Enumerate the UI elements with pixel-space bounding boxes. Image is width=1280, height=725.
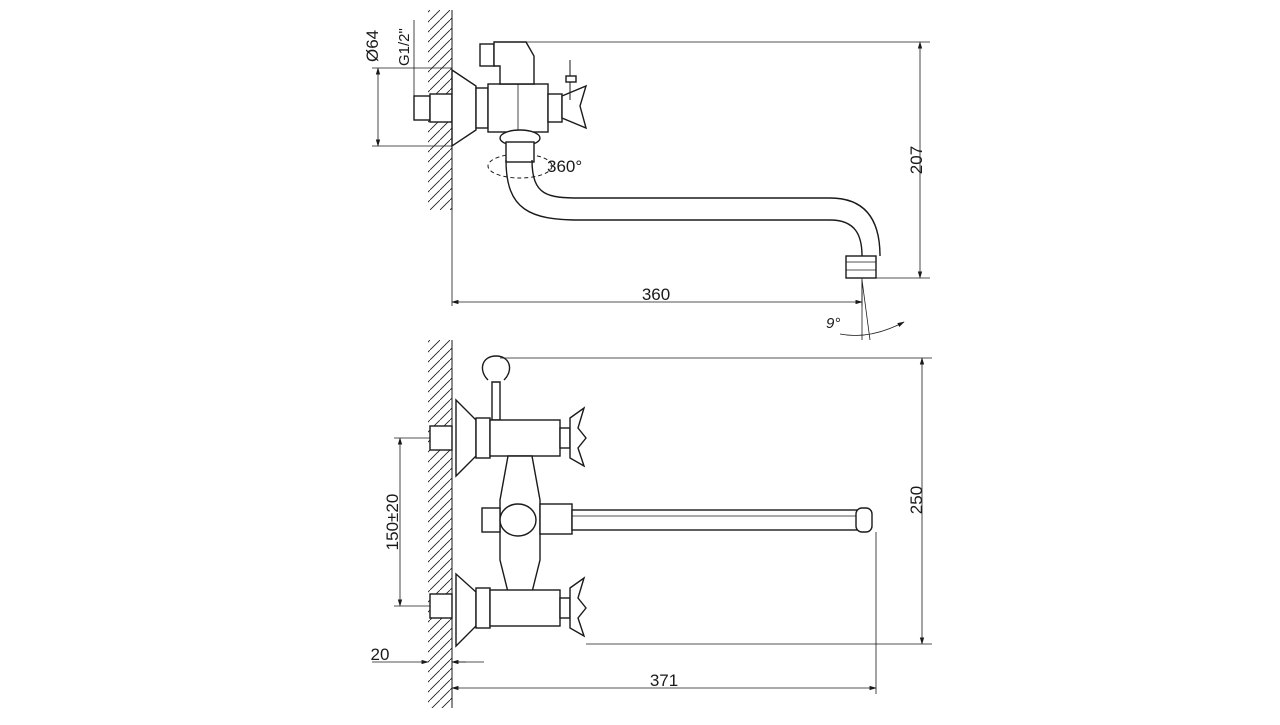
upper-valve [489,406,587,468]
wall-connector-top [413,68,477,148]
dim-height-207: 207 [907,146,926,174]
dim-center-distance: 150±20 [383,494,402,551]
top-view: Ø64 G1/2" 360° 207 360 9° [363,10,930,341]
dim-total-height-250: 250 [907,486,926,514]
dim-reach-360: 360 [642,285,670,304]
spout-top [505,159,881,279]
dimensions-top [372,20,930,341]
dim-flange-diameter: Ø64 [363,30,382,62]
spout-front [571,507,873,533]
shower-holder [481,355,511,421]
wall-front [428,340,453,708]
dim-angle: 9° [826,315,840,332]
mixer-body-top [475,41,588,179]
front-view: 150±20 250 20 371 [371,340,932,708]
lower-connector [429,572,491,648]
dimensions-front [372,357,932,694]
dim-total-length-371: 371 [650,671,678,690]
dim-rotation: 360° [547,157,582,176]
central-column [481,455,573,593]
lower-valve [489,576,587,638]
dim-thread: G1/2" [396,28,413,66]
dim-wall-offset-20: 20 [371,645,390,664]
